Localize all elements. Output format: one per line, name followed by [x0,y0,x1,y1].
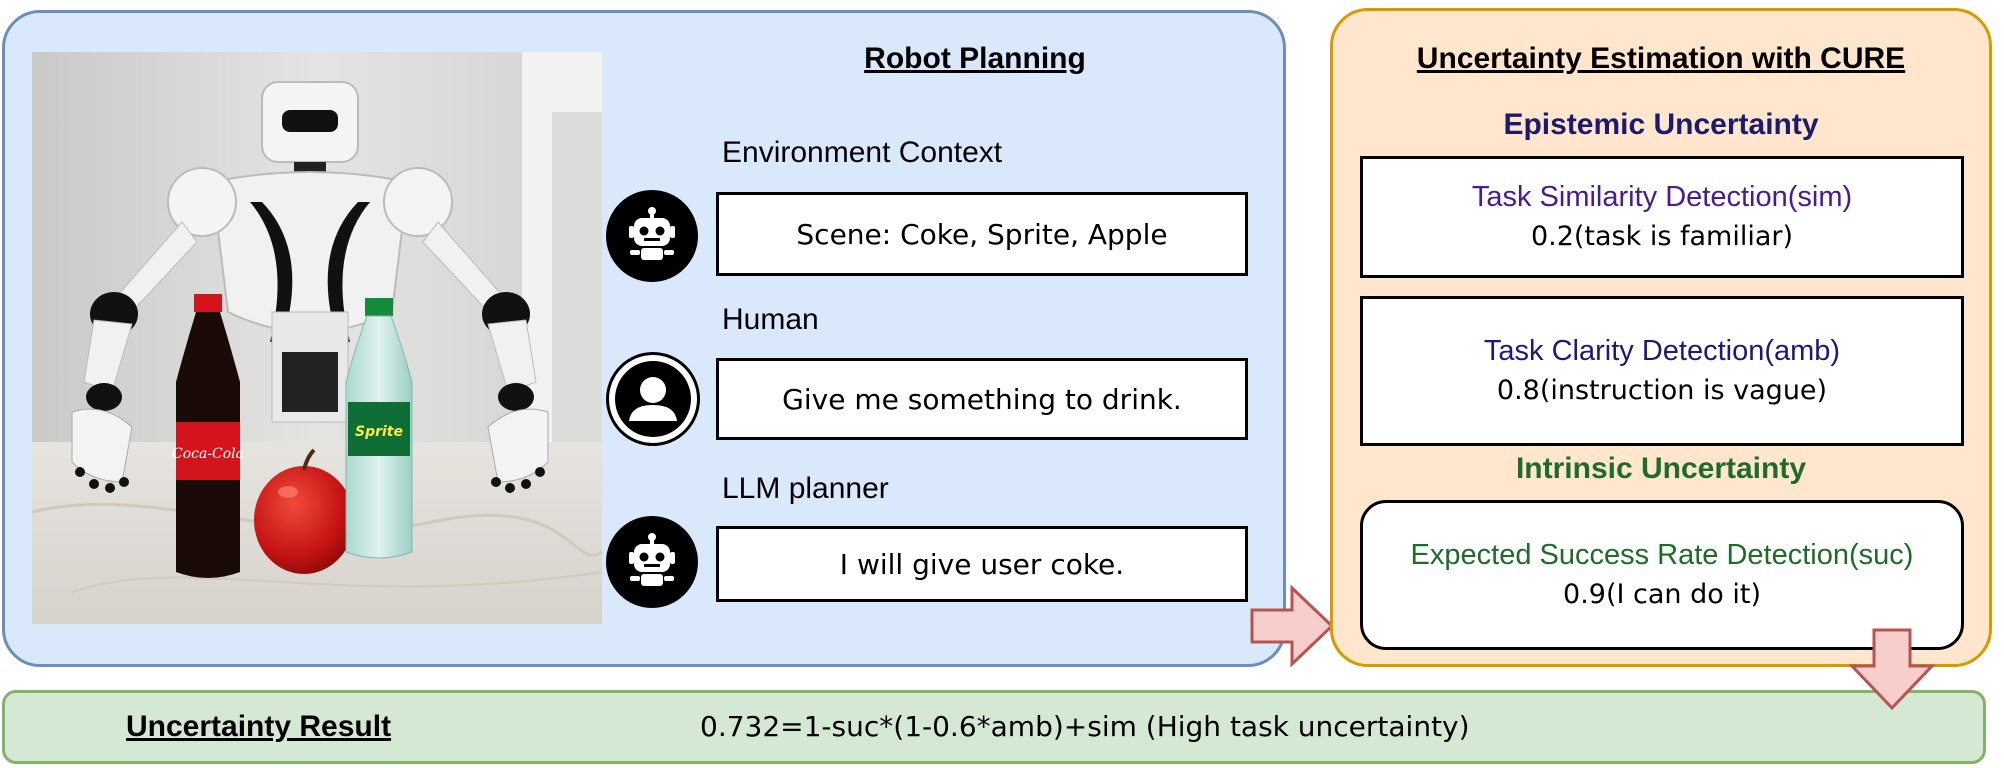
success-rate-title: Expected Success Rate Detection(suc) [1410,539,1914,571]
intrinsic-heading: Intrinsic Uncertainty [1515,452,1807,485]
coke-label-text: Coca-Cola [172,446,244,462]
task-similarity-box: Task Similarity Detection(sim) 0.2(task … [1360,156,1964,278]
human-label: Human [722,303,819,336]
arrow-right-icon [1250,584,1335,668]
task-clarity-title: Task Clarity Detection(amb) [1483,335,1841,367]
cure-title: Uncertainty Estimation with CURE [1416,42,1906,75]
uncertainty-result-bar [2,690,1986,764]
uncertainty-result-formula: 0.732=1-suc*(1-0.6*amb)+sim (High task u… [700,710,1470,743]
success-rate-box: Expected Success Rate Detection(suc) 0.9… [1360,500,1964,650]
environment-avatar [606,190,698,282]
task-clarity-value: 0.8(instruction is vague) [1496,375,1828,406]
human-avatar [606,352,700,446]
planner-avatar [606,516,698,608]
task-similarity-title: Task Similarity Detection(sim) [1471,181,1853,213]
success-rate-value: 0.9(I can do it) [1563,579,1761,610]
sprite-label-text: Sprite [355,424,403,440]
arrow-down-icon [1848,628,1936,711]
uncertainty-result-label: Uncertainty Result [126,710,392,743]
task-similarity-value: 0.2(task is familiar) [1530,221,1794,252]
person-icon [615,361,691,437]
environment-context-box: Scene: Coke, Sprite, Apple [716,192,1248,276]
llm-planner-label: LLM planner [722,472,889,505]
llm-planner-box: I will give user coke. [716,526,1248,602]
human-message-box: Give me something to drink. [716,358,1248,440]
environment-context-label: Environment Context [722,136,1003,169]
epistemic-heading: Epistemic Uncertainty [1503,108,1819,141]
robot-icon [629,533,675,586]
robot-icon [629,207,675,260]
robot-scene-image: Coca-Cola Sprite [32,52,602,624]
robot-planning-title: Robot Planning [864,42,1086,75]
task-clarity-box: Task Clarity Detection(amb) 0.8(instruct… [1360,296,1964,446]
